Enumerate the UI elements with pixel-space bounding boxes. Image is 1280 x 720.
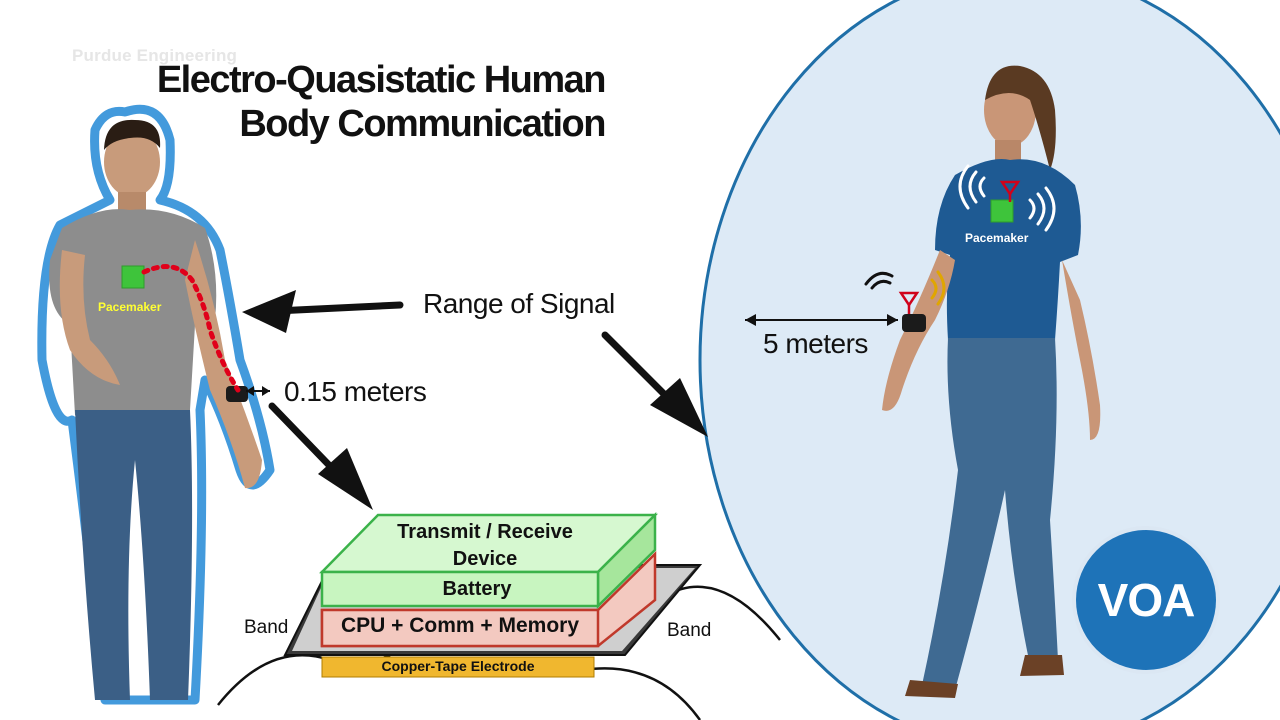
body-signal-path bbox=[141, 264, 241, 393]
range-of-signal-label: Range of Signal bbox=[423, 288, 615, 319]
battery-label: Battery bbox=[442, 578, 512, 600]
antenna-wrist-icon bbox=[898, 291, 920, 308]
title-line-2: Body Communication bbox=[239, 103, 606, 145]
watermark: Purdue Engineering bbox=[72, 46, 238, 65]
cpu-label: CPU + Comm + Memory bbox=[340, 614, 580, 637]
pacemaker-label-right: Pacemaker bbox=[965, 231, 1029, 245]
wireless-wave-icons bbox=[864, 164, 1056, 306]
female-figure bbox=[882, 65, 1101, 698]
electrode-label: Copper-Tape Electrode bbox=[381, 658, 535, 674]
antenna-chest-icon bbox=[999, 180, 1021, 197]
page-title: Electro-Quasistatic Human Body Communica… bbox=[80, 58, 607, 146]
transmit-receive-label: Transmit / Receive Device bbox=[397, 521, 573, 570]
pacemaker-left bbox=[121, 265, 145, 289]
short-distance-label: 0.15 meters bbox=[284, 376, 427, 407]
long-distance-label: 5 meters bbox=[763, 328, 868, 359]
voa-logo: VOA bbox=[1076, 530, 1216, 670]
male-figure bbox=[37, 104, 275, 705]
pacemaker-label-left: Pacemaker bbox=[98, 300, 162, 314]
band-label-left: Band bbox=[244, 617, 289, 638]
title-line-1: Electro-Quasistatic Human bbox=[156, 59, 607, 101]
device-stack bbox=[283, 511, 703, 678]
pacemaker-right bbox=[990, 199, 1014, 223]
band-label-right: Band bbox=[667, 620, 712, 641]
